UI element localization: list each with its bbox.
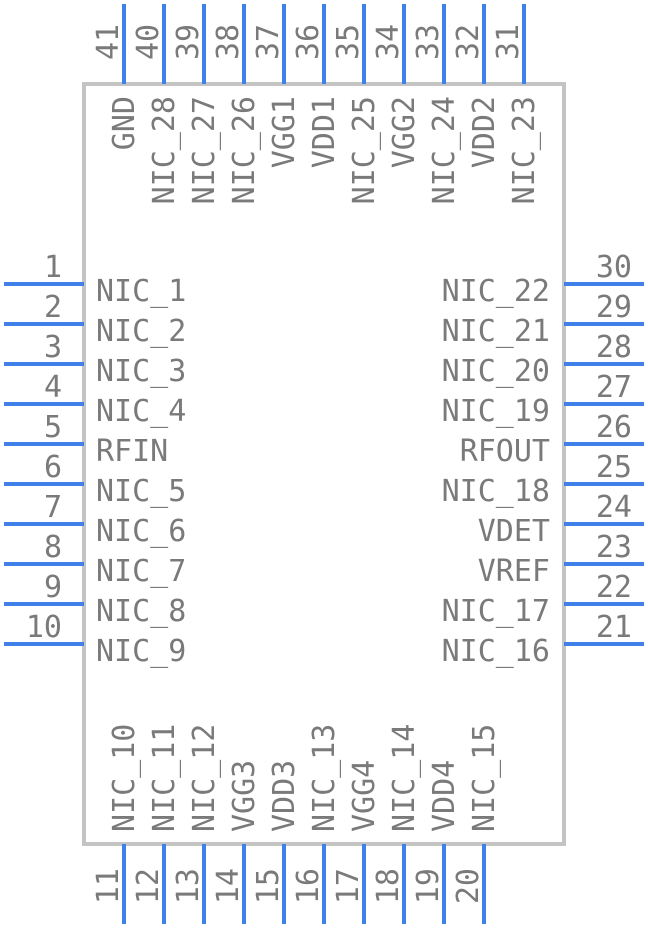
pin-number: 34 [371, 24, 406, 60]
pin-number: 25 [596, 450, 632, 485]
pin-name: NIC_5 [96, 474, 186, 509]
pin-number: 23 [596, 530, 632, 565]
pin-name: NIC_6 [96, 514, 186, 549]
pin-name: NIC_8 [96, 594, 186, 629]
pin-number: 6 [44, 450, 62, 485]
pin-number: 7 [44, 490, 62, 525]
pin-number: 1 [44, 250, 62, 285]
pin-name: NIC_9 [96, 634, 186, 669]
pins-layer: 1NIC_12NIC_23NIC_34NIC_45RFIN6NIC_57NIC_… [4, 4, 644, 924]
pin-number: 33 [411, 24, 446, 60]
pin-number: 19 [411, 868, 446, 904]
pin-number: 29 [596, 290, 632, 325]
pin-name: VGG3 [227, 760, 262, 832]
pin-name: NIC_25 [347, 96, 382, 204]
pin-name: NIC_14 [387, 724, 422, 832]
pin-number: 3 [44, 330, 62, 365]
pin-name: NIC_2 [96, 314, 186, 349]
pin-name: NIC_18 [442, 474, 550, 509]
pin-number: 28 [596, 330, 632, 365]
pin-name: GND [107, 96, 142, 150]
pin-number: 2 [44, 290, 62, 325]
pin-number: 16 [291, 868, 326, 904]
pin-name: RFOUT [460, 434, 550, 469]
pin-name: NIC_4 [96, 394, 186, 429]
pin-name: NIC_15 [467, 724, 502, 832]
pin-number: 30 [596, 250, 632, 285]
pin-name: NIC_28 [147, 96, 182, 204]
pin-name: NIC_22 [442, 274, 550, 309]
pin-number: 36 [291, 24, 326, 60]
pin-number: 21 [596, 610, 632, 645]
pin-name: NIC_7 [96, 554, 186, 589]
pin-name: NIC_20 [442, 354, 550, 389]
pin-number: 41 [91, 24, 126, 60]
pin-name: VDD1 [307, 96, 342, 168]
pin-name: NIC_3 [96, 354, 186, 389]
pin-number: 40 [131, 24, 166, 60]
pin-number: 22 [596, 570, 632, 605]
pin-name: NIC_10 [107, 724, 142, 832]
pin-number: 14 [211, 868, 246, 904]
pin-number: 31 [491, 24, 526, 60]
pin-number: 38 [211, 24, 246, 60]
pin-number: 15 [251, 868, 286, 904]
pin-number: 9 [44, 570, 62, 605]
pin-name: VGG1 [267, 96, 302, 168]
pin-name: NIC_27 [187, 96, 222, 204]
pin-name: RFIN [96, 434, 168, 469]
pin-number: 4 [44, 370, 62, 405]
pin-name: NIC_23 [507, 96, 542, 204]
pin-name: NIC_12 [187, 724, 222, 832]
pin-number: 12 [131, 868, 166, 904]
pin-number: 32 [451, 24, 486, 60]
pin-number: 17 [331, 868, 366, 904]
pin-name: VDD3 [267, 760, 302, 832]
pin-name: NIC_13 [307, 724, 342, 832]
pin-number: 26 [596, 410, 632, 445]
pin-name: NIC_24 [427, 96, 462, 204]
pin-number: 18 [371, 868, 406, 904]
pin-name: NIC_17 [442, 594, 550, 629]
pin-name: NIC_26 [227, 96, 262, 204]
pin-number: 37 [251, 24, 286, 60]
pin-name: NIC_11 [147, 724, 182, 832]
pin-number: 5 [44, 410, 62, 445]
pin-name: VGG2 [387, 96, 422, 168]
pin-name: VDD2 [467, 96, 502, 168]
pin-number: 35 [331, 24, 366, 60]
pin-number: 11 [91, 868, 126, 904]
pin-name: NIC_1 [96, 274, 186, 309]
pin-name: VDET [478, 514, 550, 549]
pin-number: 39 [171, 24, 206, 60]
pin-name: VGG4 [347, 760, 382, 832]
pin-name: VDD4 [427, 760, 462, 832]
pin-number: 20 [451, 868, 486, 904]
pin-number: 24 [596, 490, 632, 525]
pin-number: 13 [171, 868, 206, 904]
pin-name: NIC_21 [442, 314, 550, 349]
pin-number: 27 [596, 370, 632, 405]
pin-name: NIC_19 [442, 394, 550, 429]
pin-number: 10 [26, 610, 62, 645]
pin-name: VREF [478, 554, 550, 589]
pin-number: 8 [44, 530, 62, 565]
pin-name: NIC_16 [442, 634, 550, 669]
